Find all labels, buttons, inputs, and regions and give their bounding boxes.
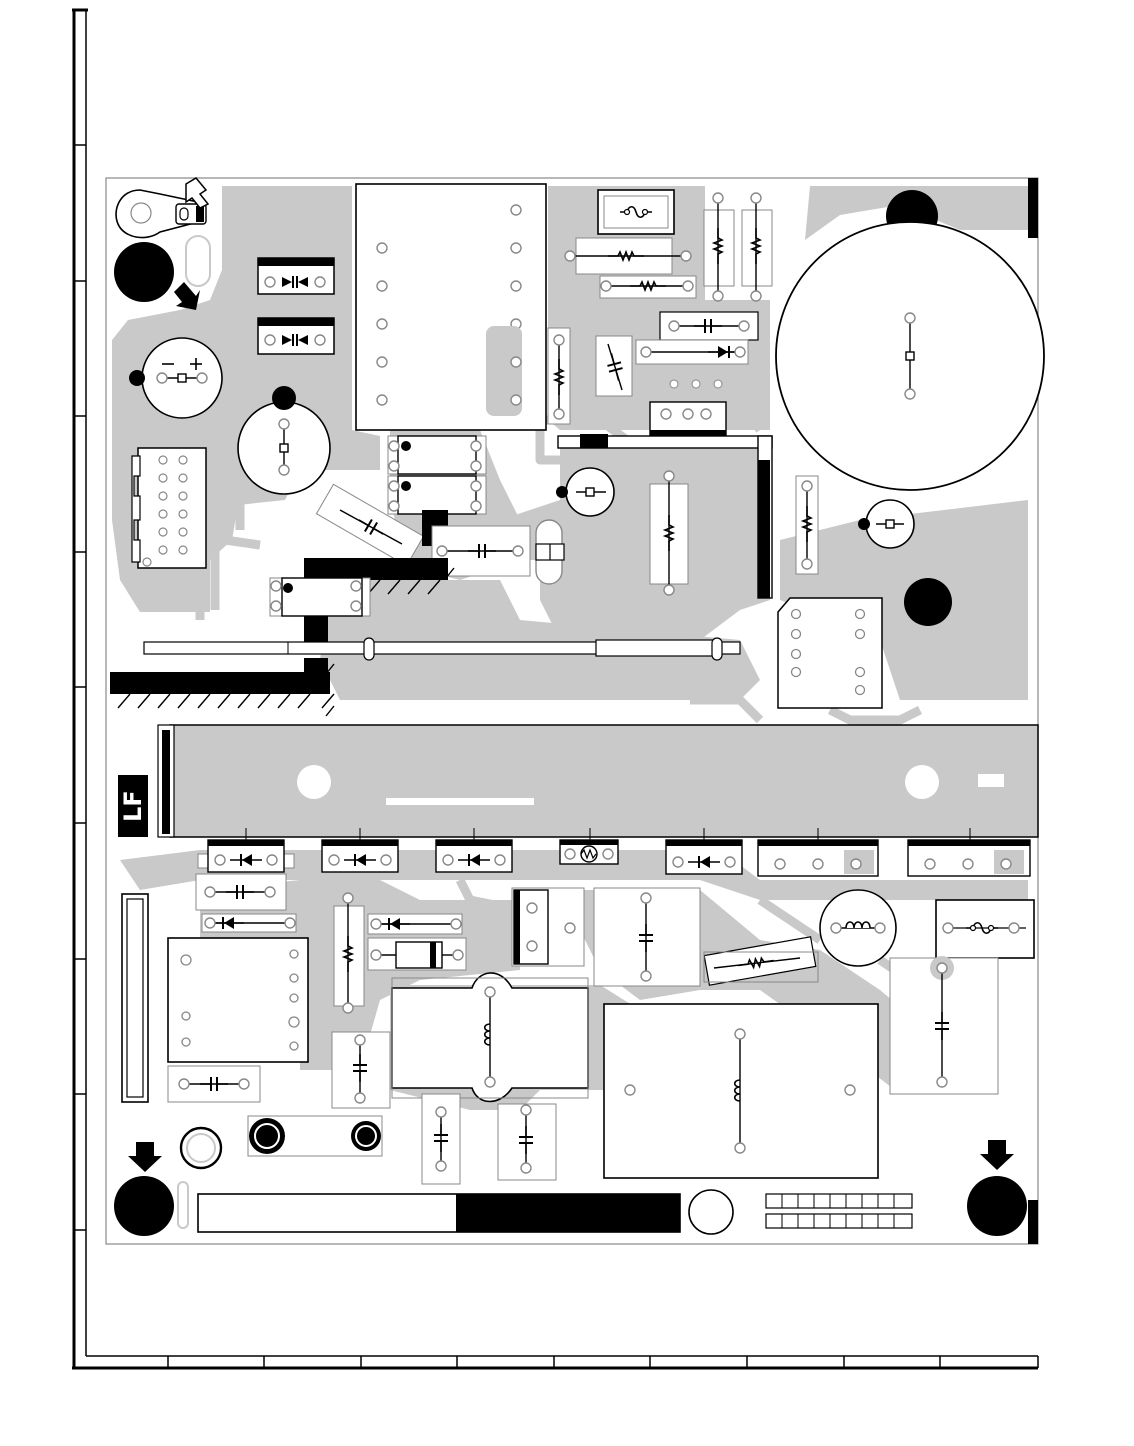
diode-d9 (368, 914, 462, 934)
capacitor-c8 (890, 956, 998, 1094)
mounting-hole-icon (114, 242, 174, 302)
resistor-r6 (650, 471, 688, 595)
ic-ic2 (778, 598, 882, 708)
bottom-bar-jumper (198, 1190, 733, 1234)
inductor-l1 (820, 890, 896, 966)
fuse-f1 (598, 190, 674, 234)
capacitor-c9 (332, 1032, 390, 1108)
capacitor-c1 (660, 312, 758, 340)
resistor-r2 (600, 276, 696, 298)
heatsink-copper (158, 725, 1038, 837)
capacitor-c2 (596, 336, 632, 396)
transformer-t3 (604, 1004, 878, 1178)
crystal-x1 (536, 520, 564, 584)
mounting-hole-icon (967, 1176, 1027, 1236)
capacitor-c6 (168, 1066, 260, 1102)
connector-cn2 (122, 894, 148, 1102)
row-ticks (74, 145, 86, 1230)
mounting-hole-icon (904, 578, 952, 626)
diode-d8 (202, 914, 296, 932)
resistor-r5 (548, 328, 570, 424)
resistor-r1 (565, 238, 691, 274)
transformer-t1 (356, 184, 546, 430)
slot-hole (178, 1182, 188, 1228)
ring-pad (181, 1128, 221, 1168)
capacitor-c11 (498, 1104, 556, 1180)
screw-terminal (248, 1116, 382, 1156)
capacitor-c10 (422, 1094, 460, 1184)
diode-d3 (636, 340, 748, 364)
resistor-r8 (334, 893, 364, 1013)
transistor-q2 (270, 578, 370, 616)
optocoupler-pc2 (388, 476, 486, 514)
resistor-r7 (796, 476, 818, 574)
diode-d10 (368, 938, 466, 970)
optocoupler-pc1 (388, 436, 486, 474)
connector-cn1 (132, 448, 206, 568)
transistor-q5 (512, 888, 584, 966)
column-ticks (168, 1356, 940, 1368)
diode-pair-d2 (258, 318, 334, 354)
mounting-hole-icon (114, 1176, 174, 1236)
board-marking-lf: LF (118, 775, 148, 837)
transformer-t2 (168, 938, 308, 1062)
fuse-f2 (936, 900, 1034, 958)
capacitor-c5 (196, 874, 286, 910)
capacitor-c7 (594, 888, 700, 986)
diode-pair-d1 (258, 258, 334, 294)
line-filter-lf1 (392, 973, 588, 1102)
